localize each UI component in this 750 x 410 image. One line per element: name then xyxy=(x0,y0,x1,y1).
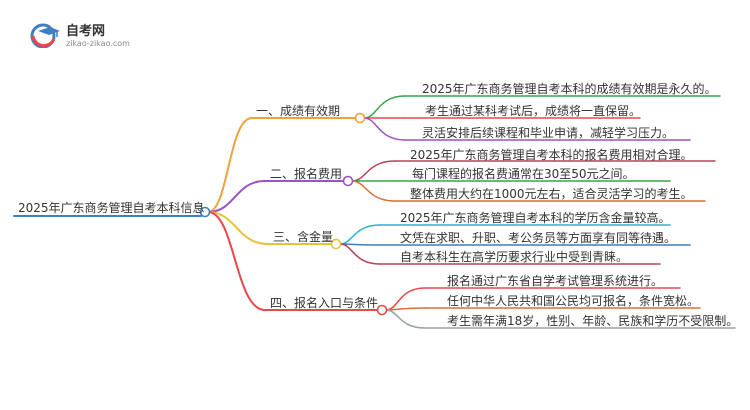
edge-root-branch-4 xyxy=(207,211,266,311)
edge-branch-4-leaf-1 xyxy=(385,287,426,311)
mind-map-nodes xyxy=(199,112,388,316)
branch-label-validity: 一、成绩有效期 xyxy=(256,104,341,118)
leaf-validity-2: 考生通过某科考试后，成绩将一直保留。 xyxy=(425,104,642,118)
leaf-fees-3: 整体费用大约在1000元左右，适合灵活学习的考生。 xyxy=(410,187,693,201)
leaf-validity-3: 灵活安排后续课程和毕业申请，减轻学习压力。 xyxy=(422,126,675,140)
graduation-cap-icon xyxy=(30,23,60,48)
edge-root-branch-2 xyxy=(207,180,266,213)
leaf-value-2: 文凭在求职、升职、考公务员等方面享有同等待遇。 xyxy=(400,231,677,245)
edge-branch-2-leaf-3 xyxy=(351,180,396,202)
edge-branch-1-leaf-1 xyxy=(363,95,406,119)
site-logo: 自考网 zikao-zikao.com xyxy=(30,18,140,52)
edge-root-branch-1 xyxy=(207,117,253,213)
branch-node-3 xyxy=(330,238,342,250)
mind-map-edges xyxy=(13,95,736,329)
logo-brand-text: 自考网 xyxy=(66,24,106,39)
edge-branch-3-leaf-1 xyxy=(339,224,381,245)
root-topic: 2025年广东商务管理自考本科信息 xyxy=(18,201,205,215)
leaf-entry-2: 任何中华人民共和国公民均可报名，条件宽松。 xyxy=(447,294,700,308)
edge-branch-4-leaf-3 xyxy=(385,309,426,329)
edge-branch-1-leaf-3 xyxy=(363,117,406,141)
branch-label-entry: 四、报名入口与条件 xyxy=(270,296,379,310)
branch-node-1 xyxy=(354,112,366,124)
leaf-validity-1: 2025年广东商务管理自考本科的成绩有效期是永久的。 xyxy=(422,82,717,96)
logo-url-text: zikao-zikao.com xyxy=(66,39,130,48)
leaf-entry-1: 报名通过广东省自学考试管理系统进行。 xyxy=(447,274,664,288)
leaf-entry-3: 考生需年满18岁，性别、年龄、民族和学历不受限制。 xyxy=(447,314,739,328)
branch-node-4 xyxy=(376,304,388,316)
branch-label-fees: 二、报名费用 xyxy=(270,167,343,181)
leaf-fees-2: 每门课程的报名费通常在30至50元之间。 xyxy=(412,167,635,181)
leaf-value-3: 自考本科生在高学历要求行业中受到青睐。 xyxy=(400,250,629,264)
leaf-fees-1: 2025年广东商务管理自考本科的报名费用相对合理。 xyxy=(410,148,693,162)
branch-node-2 xyxy=(342,175,354,187)
edge-branch-2-leaf-1 xyxy=(351,160,396,182)
branch-label-value: 三、含金量 xyxy=(273,230,334,244)
root-node xyxy=(199,206,211,218)
edge-root-branch-3 xyxy=(207,211,269,245)
leaf-value-1: 2025年广东商务管理自考本科的学历含金量较高。 xyxy=(400,211,671,225)
edge-branch-3-leaf-3 xyxy=(339,243,381,265)
